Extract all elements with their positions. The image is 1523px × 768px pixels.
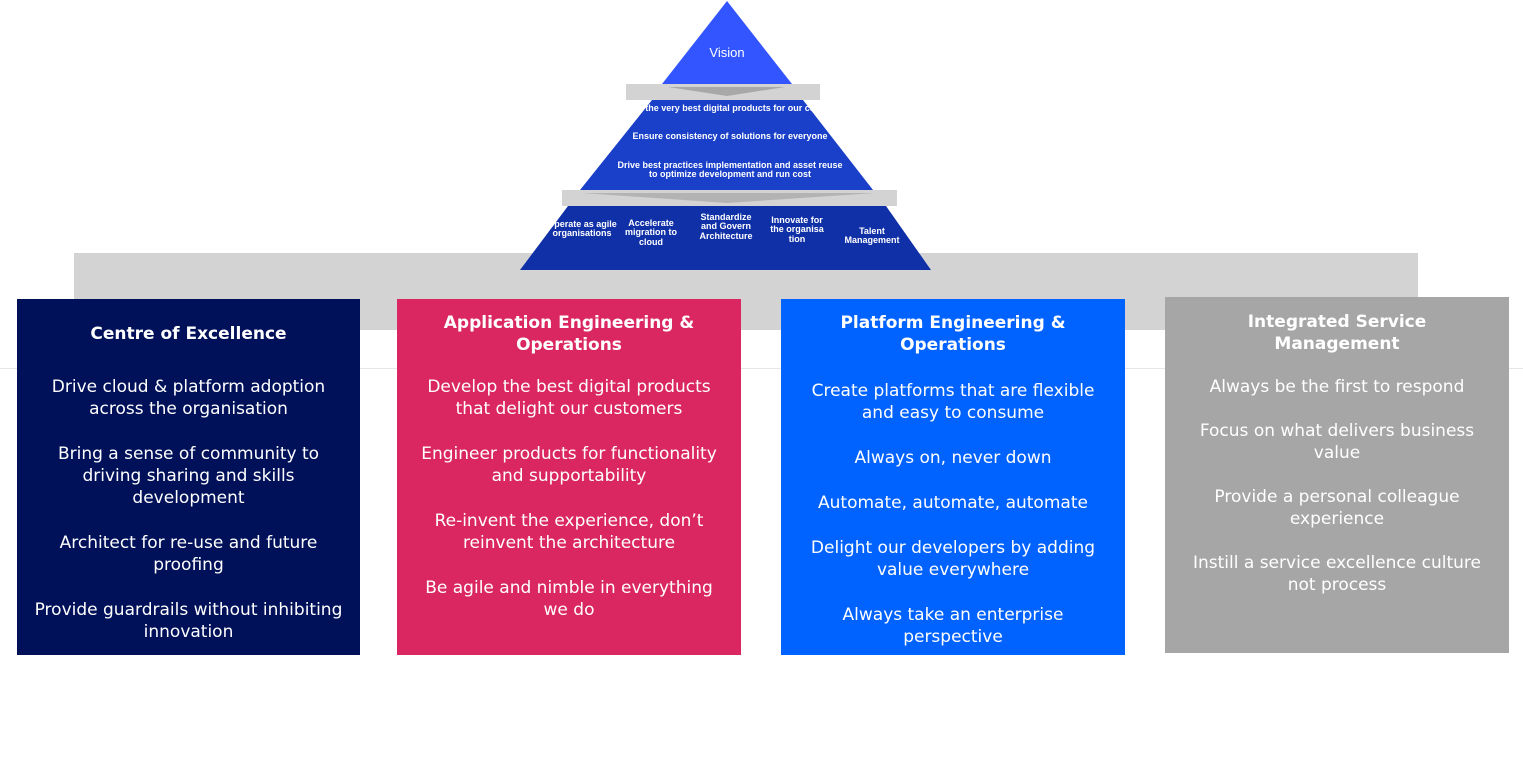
- card-title: Centre of Excellence: [90, 323, 287, 344]
- divider-line: [0, 368, 1523, 369]
- goal-1: Create the very best digital products fo…: [614, 103, 846, 113]
- card-body: Always be the first to respond Focus on …: [1165, 368, 1509, 596]
- pillar-label-cloud: Accelerate migration to cloud: [625, 218, 677, 247]
- pyramid-chevron-2: [582, 193, 875, 203]
- pyramid: [520, 1, 931, 270]
- card-item: Bring a sense of community to driving sh…: [57, 444, 320, 508]
- card-title: Application Engineering & Operations: [443, 312, 695, 355]
- pillar-label-talent: Talent Management: [844, 226, 900, 246]
- pillar-label-architecture: Standardize and Govern Architecture: [699, 212, 753, 241]
- card-application-engineering: Application Engineering & Operations Dev…: [397, 299, 741, 655]
- pyramid-pillars-tier: [520, 206, 931, 270]
- card-item: Re-invent the experience, don’t reinvent…: [434, 511, 704, 553]
- card-body: Develop the best digital products that d…: [397, 368, 741, 621]
- card-item: Provide guardrails without inhibiting in…: [34, 600, 343, 642]
- vision-label: Vision: [709, 45, 745, 60]
- card-title: Integrated Service Management: [1247, 311, 1427, 354]
- card-body: Drive cloud & platform adoption across t…: [17, 368, 360, 643]
- card-item: Architect for re-use and future proofing: [59, 533, 318, 575]
- card-item: Engineer products for functionality and …: [421, 444, 717, 486]
- card-body: Create platforms that are flexible and e…: [781, 368, 1125, 648]
- pillar-label-innovate: Innovate for the organisa tion: [770, 215, 824, 244]
- pyramid-goals-tier: [580, 100, 873, 190]
- card-item: Develop the best digital products that d…: [427, 377, 711, 419]
- card-item: Create platforms that are flexible and e…: [811, 381, 1095, 423]
- pillar-label-agile: Operate as agile organisations: [547, 219, 617, 239]
- pyramid-vision-tier: [662, 1, 792, 84]
- goal-2: Ensure consistency of solutions for ever…: [632, 131, 828, 141]
- card-item: Always take an enterprise perspective: [842, 605, 1064, 647]
- card-item: Instill a service excellence culture not…: [1193, 553, 1481, 595]
- card-centre-of-excellence: Centre of Excellence Drive cloud & platf…: [17, 299, 360, 655]
- card-platform-engineering: Platform Engineering & Operations Create…: [781, 299, 1125, 655]
- card-item: Be agile and nimble in everything we do: [425, 578, 713, 620]
- goal-3: Drive best practices implementation and …: [617, 160, 843, 180]
- pyramid-chevron-1: [668, 87, 785, 96]
- card-item: Provide a personal colleague experience: [1214, 487, 1460, 529]
- card-item: Delight our developers by adding value e…: [810, 538, 1096, 580]
- card-item: Always on, never down: [854, 448, 1052, 468]
- card-item: Drive cloud & platform adoption across t…: [51, 377, 326, 419]
- card-title: Platform Engineering & Operations: [840, 312, 1066, 355]
- card-item: Always be the first to respond: [1209, 377, 1465, 397]
- card-item: Focus on what delivers business value: [1199, 421, 1475, 463]
- card-integrated-service-management: Integrated Service Management Always be …: [1165, 297, 1509, 653]
- card-item: Automate, automate, automate: [818, 493, 1088, 513]
